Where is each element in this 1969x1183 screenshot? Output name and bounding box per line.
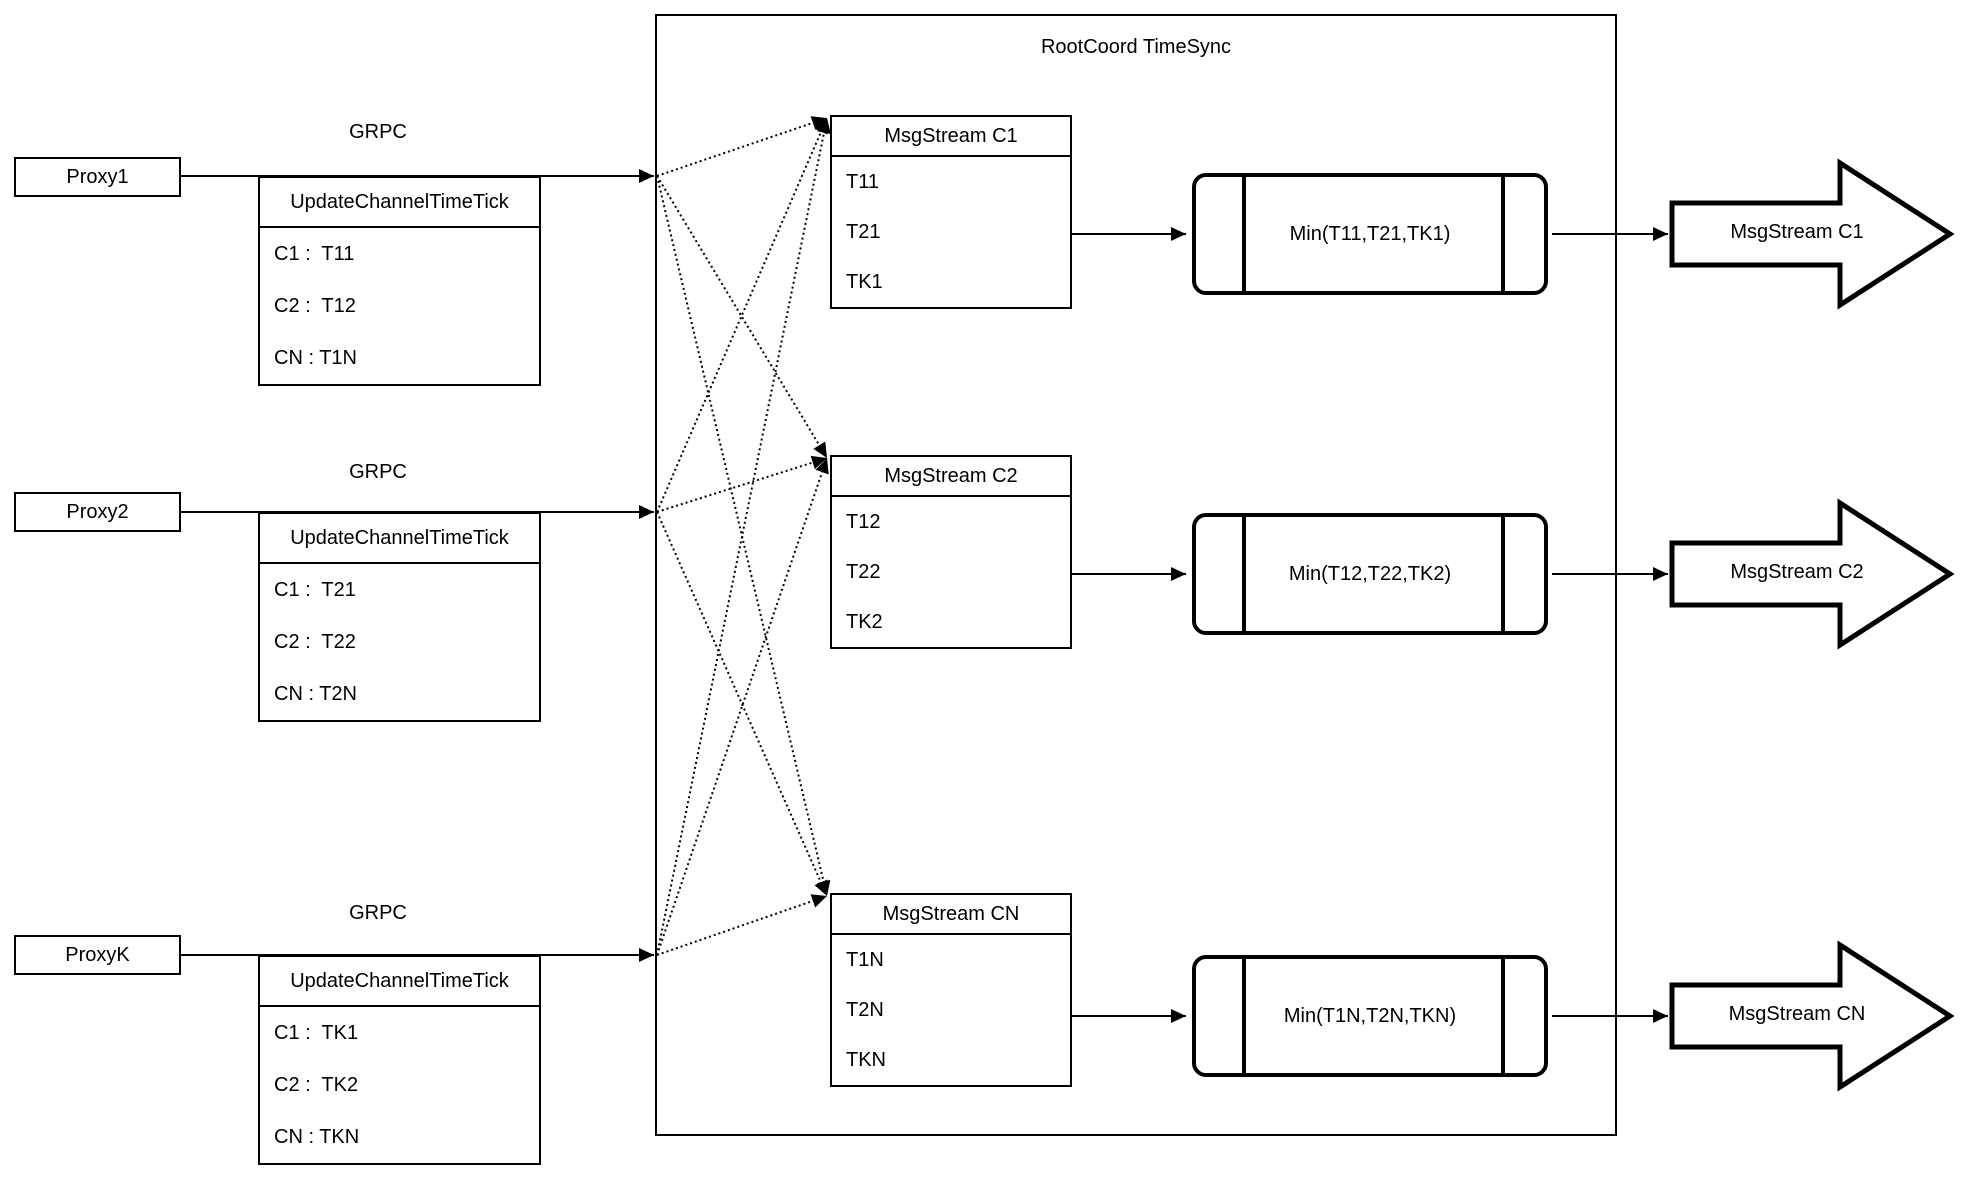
proxy-box: Proxy2 (14, 492, 181, 532)
min-box-right-divider (1501, 177, 1505, 291)
table-row: TKN (846, 1048, 886, 1071)
table-row: CN : T2N (274, 682, 357, 705)
table-header: MsgStream C1 (832, 117, 1070, 157)
min-box-left-divider (1242, 517, 1246, 631)
output-fat-arrow-shapes (1669, 158, 1955, 1092)
min-box: Min(T11,T21,TK1) (1192, 173, 1548, 295)
min-box: Min(T1N,T2N,TKN) (1192, 955, 1548, 1077)
table-row: C2 : T12 (274, 294, 356, 317)
min-box-right-divider (1501, 959, 1505, 1073)
update-channel-timetick-table: UpdateChannelTimeTick C1 : TK1 C2 : TK2 … (258, 955, 541, 1165)
table-header: UpdateChannelTimeTick (260, 178, 539, 228)
output-arrow-label: MsgStream C2 (1730, 561, 1864, 583)
min-box-left-divider (1242, 177, 1246, 291)
table-header: MsgStream CN (832, 895, 1070, 935)
table-header: UpdateChannelTimeTick (260, 957, 539, 1007)
min-box: Min(T12,T22,TK2) (1192, 513, 1548, 635)
msgstream-table: MsgStream C1 T11 T21 TK1 (830, 115, 1072, 309)
proxy-box: Proxy1 (14, 157, 181, 197)
table-row: TK1 (846, 270, 883, 293)
min-label: Min(T1N,T2N,TKN) (1277, 1004, 1463, 1028)
table-row: TK2 (846, 610, 883, 633)
proxy-label: ProxyK (65, 943, 130, 966)
output-arrow-label: MsgStream CN (1728, 1003, 1866, 1025)
rootcoord-title: RootCoord TimeSync (1040, 36, 1232, 58)
table-row: C1 : T21 (274, 578, 356, 601)
table-row: CN : TKN (274, 1125, 360, 1148)
grpc-label: GRPC (349, 902, 407, 924)
table-row: T1N (846, 948, 884, 971)
output-arrow-label: MsgStream C1 (1730, 221, 1864, 243)
update-channel-timetick-table: UpdateChannelTimeTick C1 : T11 C2 : T12 … (258, 176, 541, 386)
msgstream-table: MsgStream C2 T12 T22 TK2 (830, 455, 1072, 649)
table-row: T22 (846, 560, 881, 583)
table-row: T12 (846, 510, 881, 533)
table-row: C2 : TK2 (274, 1073, 359, 1096)
table-row: C1 : TK1 (274, 1021, 359, 1044)
table-row: T2N (846, 998, 884, 1021)
table-row: C1 : T11 (274, 242, 355, 265)
grpc-label: GRPC (349, 121, 407, 143)
msgstream-table: MsgStream CN T1N T2N TKN (830, 893, 1072, 1087)
table-row: T11 (846, 170, 879, 193)
table-row: C2 : T22 (274, 630, 356, 653)
update-channel-timetick-table: UpdateChannelTimeTick C1 : T21 C2 : T22 … (258, 512, 541, 722)
table-row: CN : T1N (274, 346, 357, 369)
min-label: Min(T12,T22,TK2) (1282, 562, 1458, 586)
proxy-label: Proxy2 (66, 500, 129, 523)
table-row: T21 (846, 220, 881, 243)
min-box-right-divider (1501, 517, 1505, 631)
min-label: Min(T11,T21,TK1) (1283, 222, 1457, 246)
proxy-box: ProxyK (14, 935, 181, 975)
table-header: UpdateChannelTimeTick (260, 514, 539, 564)
grpc-label: GRPC (349, 461, 407, 483)
table-header: MsgStream C2 (832, 457, 1070, 497)
proxy-label: Proxy1 (66, 165, 129, 188)
min-box-left-divider (1242, 959, 1246, 1073)
